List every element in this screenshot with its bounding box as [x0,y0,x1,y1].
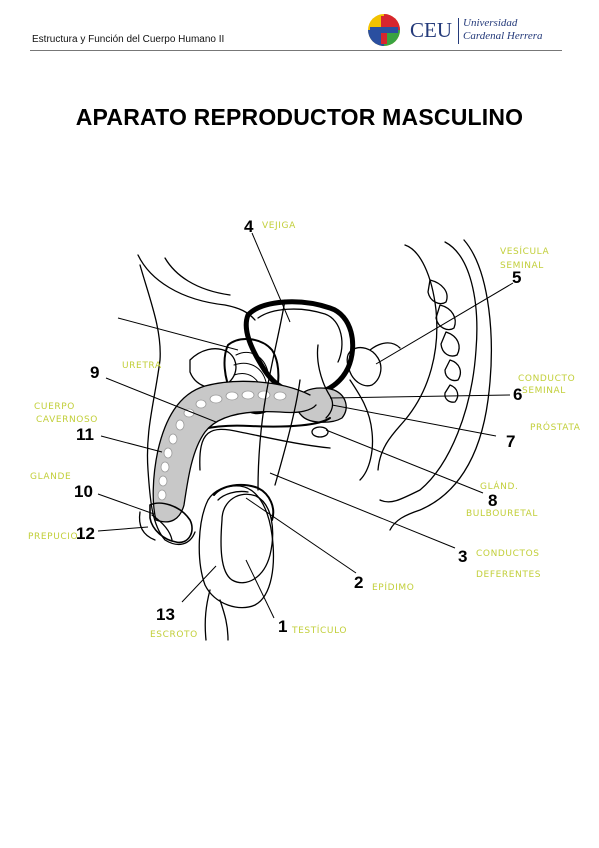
label-number-13: 13 [156,605,175,624]
anatomy-drawing [137,239,492,641]
leader-8 [325,429,484,494]
abdomen-outline [137,254,256,321]
rectum [349,379,374,481]
bladder-wall [243,299,356,397]
vas-deferens-right [274,379,301,486]
label-number-7: 7 [506,432,515,451]
leader-10 [97,493,155,515]
back-outline [389,239,492,531]
label-number-3: 3 [458,547,467,566]
penis-ventral-outline [199,428,331,471]
label-number-10: 10 [74,482,93,501]
leader-11 [100,435,163,453]
handwritten-note-10: GLANDE [30,472,71,482]
logo-quadrant-red [384,14,400,30]
leader-7 [331,404,497,437]
logo-university-name: Universidad Cardenal Herrera [463,17,563,43]
label-number-9: 9 [90,363,99,382]
logo-cross-horizontal [370,27,398,33]
pelvis-outline [377,244,438,471]
label-number-6: 6 [513,385,522,404]
label-number-11: 11 [76,425,94,444]
university-logo: CEU Universidad Cardenal Herrera [366,12,562,48]
handwritten-note-4: VEJIGA [262,221,296,231]
leader-1 [245,559,275,619]
glans-inner [151,514,173,541]
label-number-4: 4 [244,217,254,236]
thigh-outline-2 [204,589,211,641]
label-number-2: 2 [354,573,363,592]
bladder-inner [257,308,343,363]
label-number-5: 5 [512,268,521,287]
vas-deferens-left [257,299,286,491]
label-number-12: 12 [76,524,95,543]
seminal-vesicle [346,347,382,387]
thigh-outline [219,599,229,641]
handwritten-note-1: TESTÍCULO [291,624,347,636]
logo-quadrant-green [384,30,400,46]
handwritten-note-12: PREPUCIO [28,532,78,542]
leader-3 [269,472,456,549]
leader-lines [97,232,514,619]
testicle [220,493,274,584]
leader-13 [181,565,217,603]
label-number-8: 8 [488,491,497,510]
leader-12 [97,526,149,532]
leader-9 [105,377,217,423]
glans [149,502,193,544]
handwritten-note-13: ESCROTO [150,630,198,640]
prepuce [138,511,156,541]
epididymis [213,483,275,521]
logo-separator [458,18,459,44]
logo-line-2: Cardenal Herrera [463,30,543,42]
corpus-cavernosum [152,380,317,523]
leader-6 [329,394,511,399]
course-name: Estructura y Función del Cuerpo Humano I… [32,34,225,45]
sacrum-outline [379,241,478,503]
coccyx-segments [427,279,461,403]
leader-2 [245,497,357,574]
seminal-vesicle-duct [369,342,401,351]
ceu-shield-icon [368,14,400,46]
bulbourethral-gland [311,426,329,438]
penis-dorsal-outline [139,264,196,546]
leader-5 [375,282,514,365]
logo-quadrant-blue [368,30,384,46]
leader-4 [251,232,291,323]
label-number-1: 1 [278,617,287,636]
handwritten-note-9: URETRA [122,361,162,371]
logo-ceu-text: CEU [410,18,452,42]
logo-line-1: Universidad [463,17,518,29]
page-title: APARATO REPRODUCTOR MASCULINO [75,104,524,130]
pubic-bone [189,348,237,389]
ejaculatory-duct [316,344,334,419]
handwritten-note-7: PRÓSTATA [530,421,581,433]
leader-urethra-top [117,317,239,351]
handwritten-note-8: GLÁND.BULBOURETAL [466,480,538,519]
epididymis-inner [217,490,249,501]
abdomen-inner-outline [164,257,231,296]
page-header: Estructura y Función del Cuerpo Humano I… [30,10,562,51]
scrotum [198,485,275,609]
handwritten-note-2: EPÍDIMO [372,581,414,593]
